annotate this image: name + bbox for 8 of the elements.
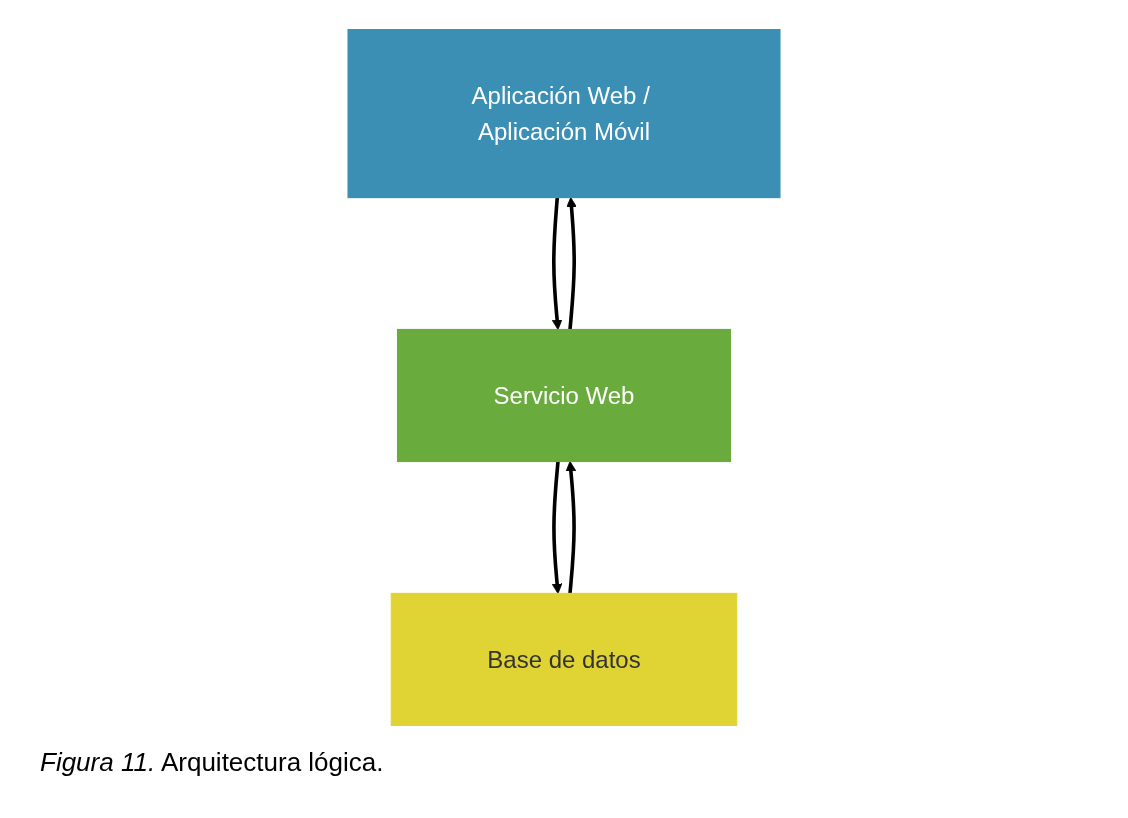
- arrow: [551, 461, 563, 594]
- arrow: [551, 197, 563, 330]
- node-box: Base de datos: [390, 592, 738, 726]
- figure-caption: Figura 11. Arquitectura lógica.: [40, 747, 385, 778]
- arrow: [565, 461, 577, 594]
- node-box: Servicio Web: [396, 328, 731, 463]
- node-box: Aplicación Web / Aplicación Móvil: [347, 29, 781, 199]
- arrow: [566, 197, 577, 330]
